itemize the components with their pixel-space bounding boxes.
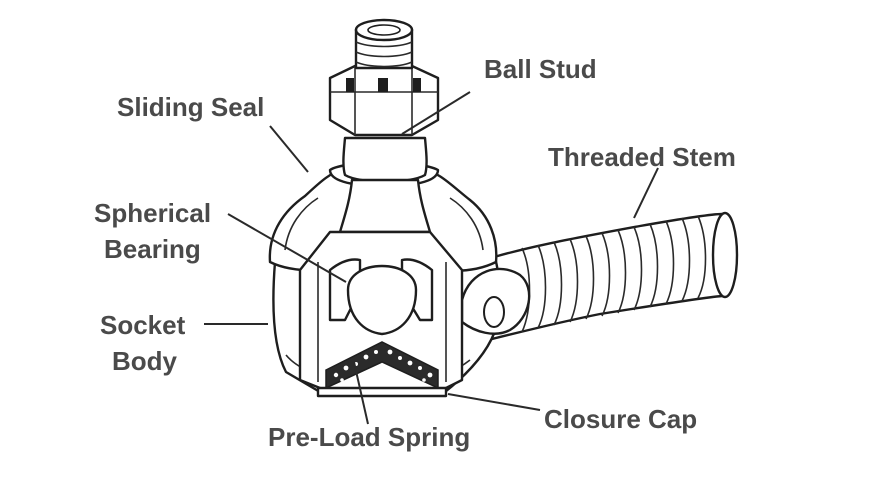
leader-spherical-bearing (227, 213, 347, 283)
label-ball-stud: Ball Stud (484, 54, 597, 84)
cutaway-section (298, 230, 464, 398)
label-closure-cap: Closure Cap (544, 404, 697, 434)
labels: Ball Stud Sliding Seal Threaded Stem Sph… (94, 54, 736, 452)
leader-threaded-stem (633, 167, 659, 219)
leader-lines (204, 91, 659, 425)
leader-sliding-seal (269, 125, 309, 173)
closure-cap (316, 386, 448, 398)
label-pre-load-spring: Pre-Load Spring (268, 422, 470, 452)
leader-ball-stud (401, 91, 471, 135)
label-threaded-stem: Threaded Stem (548, 142, 736, 172)
leader-closure-cap (447, 393, 541, 411)
leader-pre-load-spring (353, 361, 369, 425)
label-sliding-seal: Sliding Seal (117, 92, 264, 122)
label-socket-body-line2: Body (112, 346, 178, 376)
threaded-stem (476, 211, 739, 342)
label-spherical-bearing-line1: Spherical (94, 198, 211, 228)
label-socket-body-line1: Socket (100, 310, 186, 340)
label-spherical-bearing-line2: Bearing (104, 234, 201, 264)
